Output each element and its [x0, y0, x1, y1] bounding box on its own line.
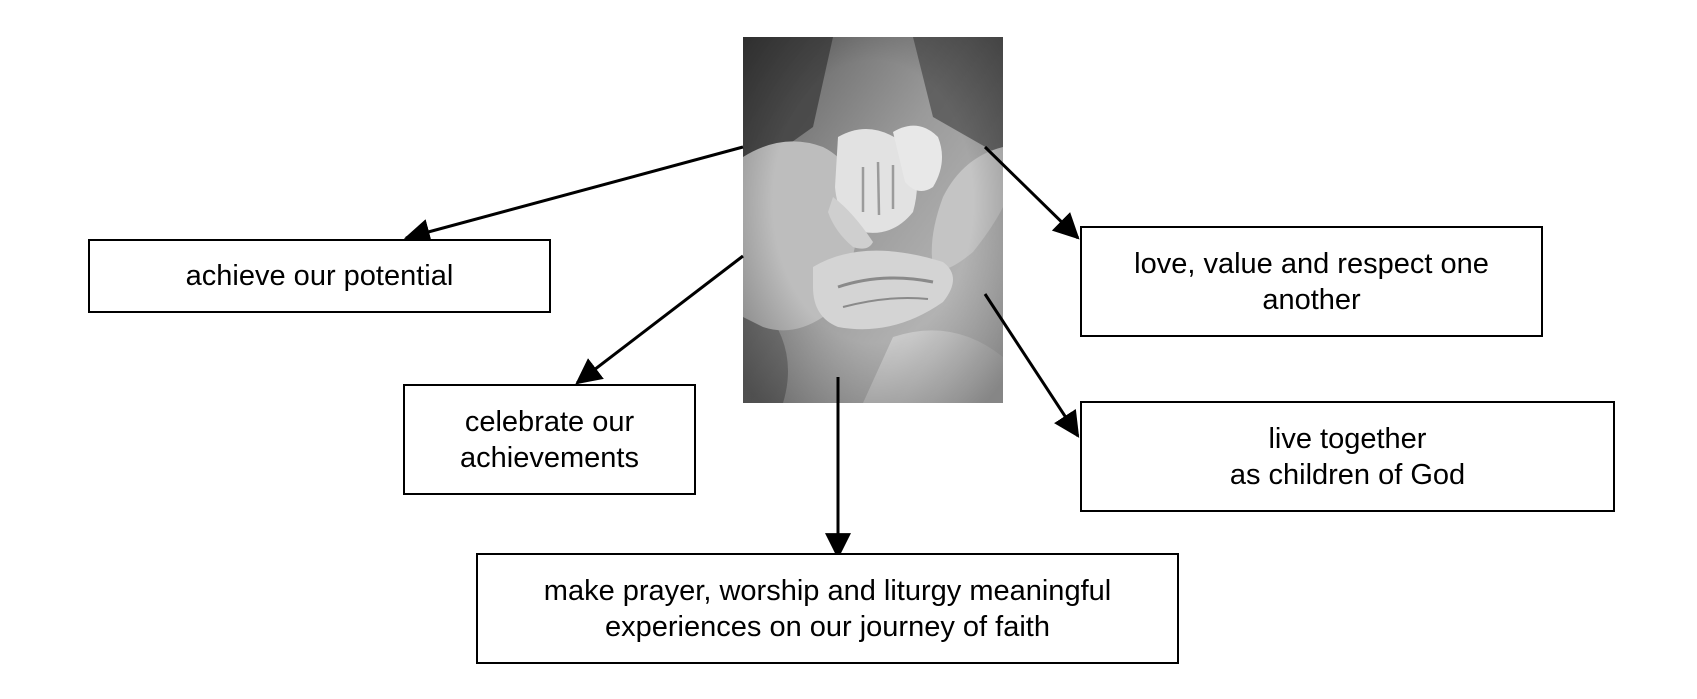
- arrow-to-potential: [403, 145, 744, 245]
- box-label-line: another: [1262, 283, 1361, 316]
- box-achieve-potential: achieve our potential: [88, 239, 551, 313]
- box-celebrate-achievements: celebrate our achievements: [403, 384, 696, 495]
- box-label-line: achieve our potential: [185, 260, 454, 292]
- box-prayer-worship-liturgy: make prayer, worship and liturgy meaning…: [476, 553, 1179, 664]
- hands-photo: [743, 37, 1003, 403]
- box-label-line: live together: [1268, 422, 1427, 455]
- box-label-line: love, value and respect one: [1134, 247, 1489, 280]
- box-live-together: live together as children of God: [1080, 401, 1615, 512]
- box-label-line: achievements: [460, 441, 639, 474]
- box-love-value-respect: love, value and respect one another: [1080, 226, 1543, 337]
- box-label-line: celebrate our: [464, 405, 635, 438]
- box-label-line: as children of God: [1229, 458, 1466, 491]
- box-label-line: make prayer, worship and liturgy meaning…: [543, 574, 1112, 607]
- box-label-line: experiences on our journey of faith: [605, 610, 1050, 643]
- arrow-to-celebrate: [575, 254, 744, 385]
